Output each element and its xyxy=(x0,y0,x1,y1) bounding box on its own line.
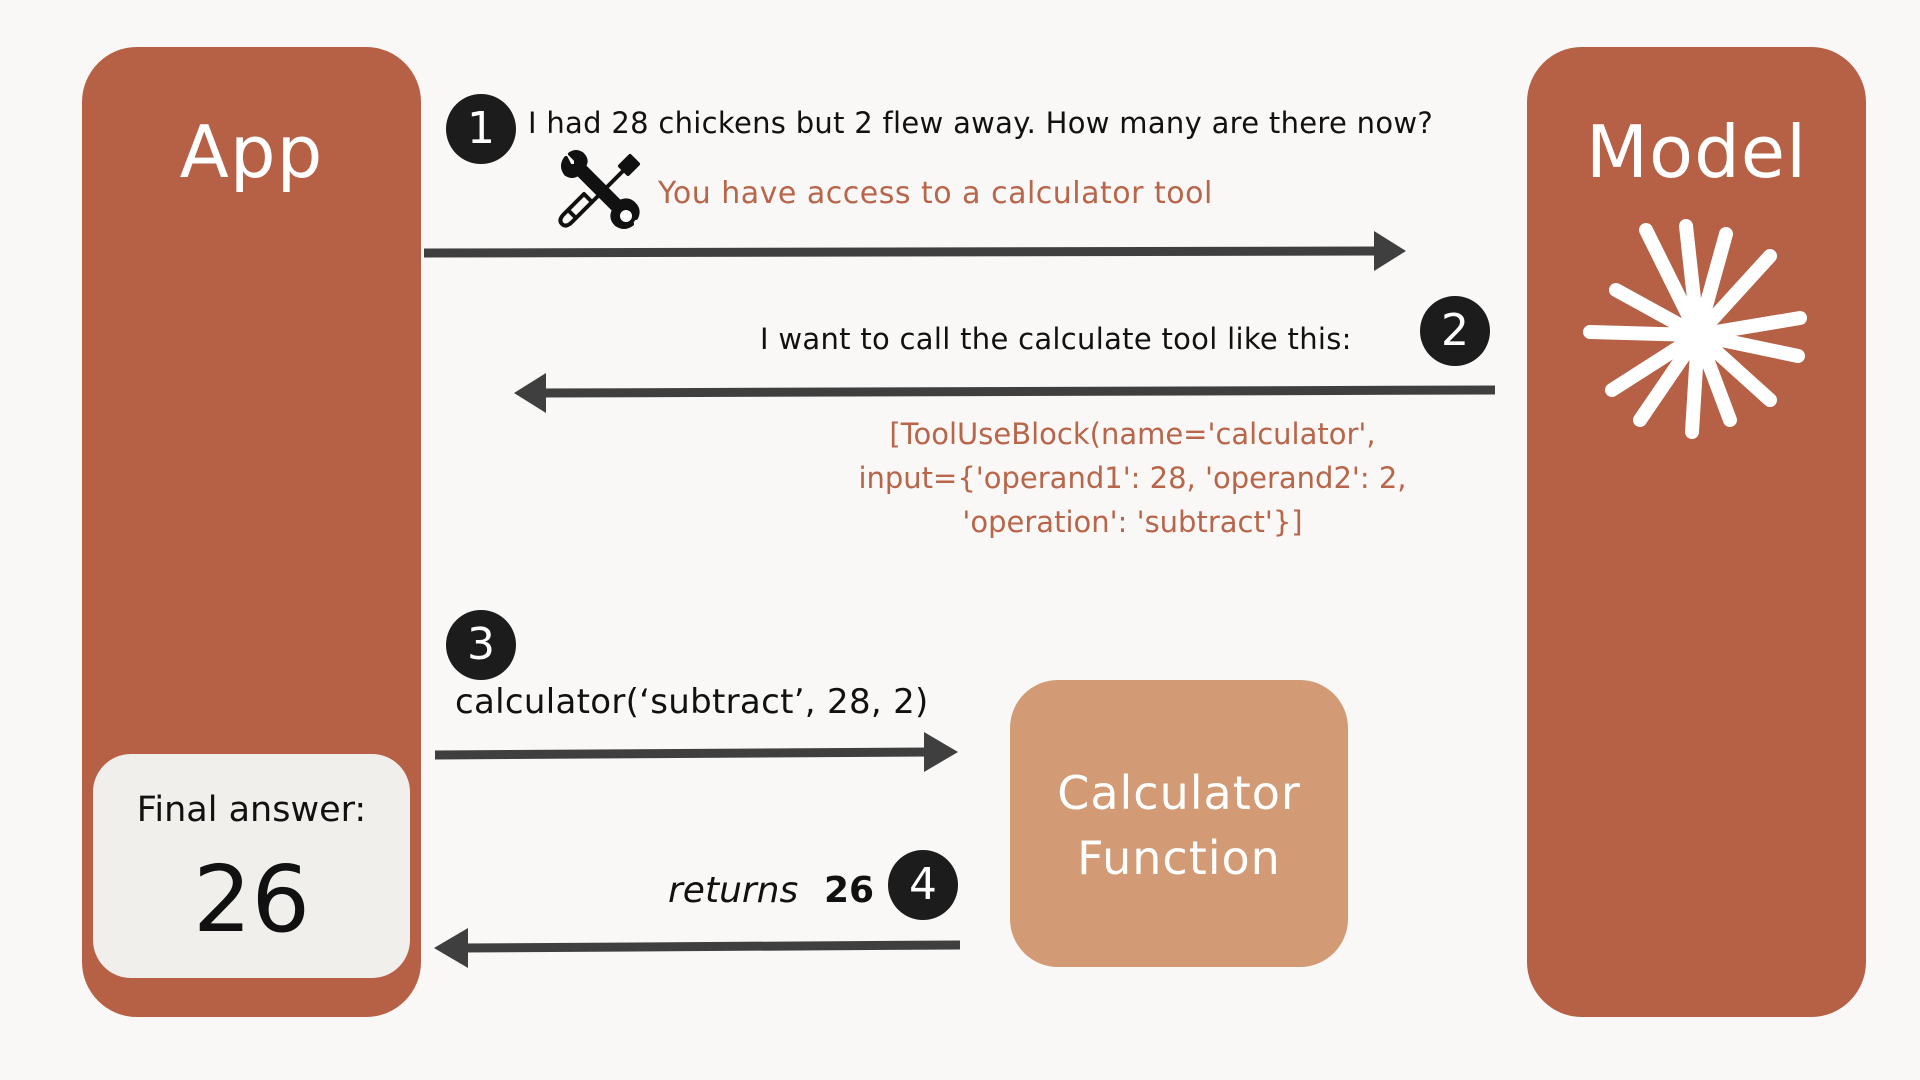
tool-call-intent: I want to call the calculate tool like t… xyxy=(760,322,1352,356)
calculator-function-box: Calculator Function xyxy=(1010,680,1348,967)
final-answer-label: Final answer: xyxy=(136,790,367,830)
model-title: Model xyxy=(1585,110,1808,194)
tool-use-line: [ToolUseBlock(name='calculator', xyxy=(889,417,1376,451)
tool-use-block: [ToolUseBlock(name='calculator', input={… xyxy=(800,412,1465,544)
app-title: App xyxy=(179,110,324,194)
final-answer-value: 26 xyxy=(192,846,311,953)
calculator-label-line1: Calculator xyxy=(1057,766,1301,820)
starburst-logo-icon xyxy=(1583,219,1807,439)
tool-access-note: You have access to a calculator tool xyxy=(658,176,1213,211)
tool-use-line: input={'operand1': 28, 'operand2': 2, xyxy=(858,461,1407,495)
arrow-call-function xyxy=(434,732,958,772)
final-answer-box: Final answer: 26 xyxy=(93,754,410,978)
arrow-return xyxy=(434,928,961,968)
calculator-label-line2: Function xyxy=(1077,831,1281,885)
arrow-tool-use xyxy=(514,373,1496,413)
step-3-badge: 3 xyxy=(446,610,516,680)
tools-icon xyxy=(558,150,640,229)
step-2-badge: 2 xyxy=(1420,296,1490,366)
returns-value: 26 xyxy=(824,870,875,911)
returns-label: returns xyxy=(668,870,799,911)
app-column: App Final answer: 26 xyxy=(82,47,421,1017)
user-question: I had 28 chickens but 2 flew away. How m… xyxy=(528,106,1434,140)
step-1-badge: 1 xyxy=(446,94,516,164)
function-call: calculator(‘subtract’, 28, 2) xyxy=(455,682,929,722)
arrow-request xyxy=(423,231,1406,271)
step-4-badge: 4 xyxy=(888,850,958,920)
model-column: Model xyxy=(1527,47,1866,1017)
tool-use-line: 'operation': 'subtract'}] xyxy=(962,505,1303,539)
